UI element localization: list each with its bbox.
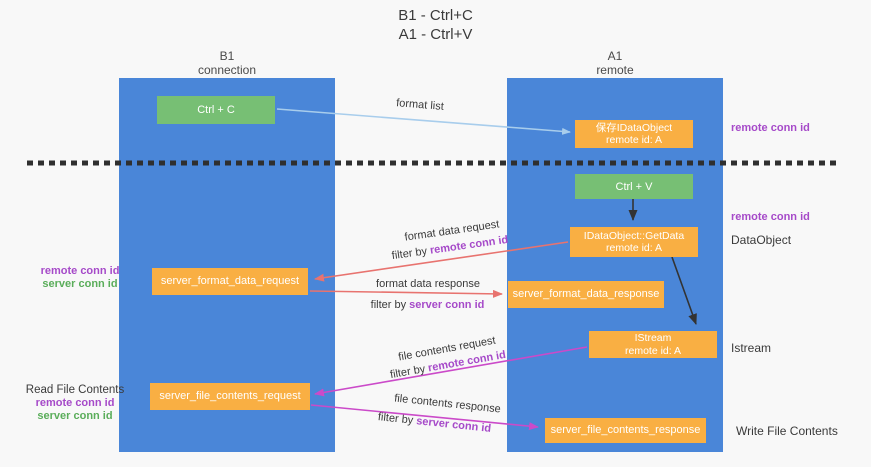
label-write-file-contents: Write File Contents xyxy=(736,424,838,438)
right-column-name: A1 xyxy=(607,49,623,63)
label-group-left-mid: remote conn id server conn id xyxy=(25,265,135,291)
node-ctrl-c-label: Ctrl + C xyxy=(197,104,235,116)
left-column-header: B1 connection xyxy=(119,49,335,77)
label-server-conn-id-left-bottom: server conn id xyxy=(37,410,113,422)
node-format-response-label: server_format_data_response xyxy=(512,288,660,301)
label-remote-conn-id-left-bottom: remote conn id xyxy=(35,397,115,409)
label-remote-conn-id-mid-right: remote conn id xyxy=(731,211,810,223)
arrow-format-data-request xyxy=(314,241,569,282)
right-column-subtitle: remote xyxy=(596,63,634,77)
flow-label-format-data-response: format data response xyxy=(376,278,480,290)
right-column-header: A1 remote xyxy=(507,49,723,77)
node-server-format-data-request: server_format_data_request xyxy=(152,268,308,295)
arrow-format-data-response xyxy=(309,289,503,298)
node-server-file-contents-response: server_file_contents_response xyxy=(545,418,706,443)
node-file-response-label: server_file_contents_response xyxy=(550,424,701,437)
node-file-request-label: server_file_contents_request xyxy=(159,390,301,403)
node-istream: IStream remote id: A xyxy=(589,331,717,358)
label-server-conn-id-left-mid: server conn id xyxy=(42,278,118,290)
arrow-file-contents-response xyxy=(310,404,539,431)
left-column-subtitle: connection xyxy=(197,63,257,77)
title-line-1: B1 - Ctrl+C xyxy=(398,7,473,24)
node-ctrl-c: Ctrl + C xyxy=(157,96,275,124)
node-idataobject-getdata: IDataObject::GetData remote id: A xyxy=(570,227,698,257)
node-istream-line1: IStream xyxy=(634,332,672,344)
label-group-left-bottom: Read File Contents remote conn id server… xyxy=(20,384,130,423)
left-column-name: B1 xyxy=(219,49,235,63)
node-format-request-label: server_format_data_request xyxy=(160,275,300,288)
node-istream-line2: remote id: A xyxy=(624,344,682,357)
node-server-format-data-response: server_format_data_response xyxy=(508,281,664,308)
title-line-2: A1 - Ctrl+V xyxy=(398,26,473,43)
label-istream: Istream xyxy=(731,341,772,355)
node-server-file-contents-request: server_file_contents_request xyxy=(150,383,310,410)
node-getdata-line2: remote id: A xyxy=(605,242,663,254)
filter-prefix-2: filter by xyxy=(370,299,410,311)
arrow-getdata-to-istream xyxy=(671,256,697,325)
label-read-file-contents: Read File Contents xyxy=(25,384,125,396)
label-remote-conn-id-left-mid: remote conn id xyxy=(40,265,120,277)
diagram-title: B1 - Ctrl+C A1 - Ctrl+V xyxy=(0,6,871,44)
label-dataobject: DataObject xyxy=(731,233,792,247)
node-save-idataobject: 保存IDataObject remote id: A xyxy=(575,120,693,148)
flow-label-filter-server-1: filter by server conn id xyxy=(355,299,500,311)
node-save-idataobject-line2: remote id: A xyxy=(605,134,663,146)
node-ctrl-v-label: Ctrl + V xyxy=(615,180,653,193)
node-getdata-line1: IDataObject::GetData xyxy=(583,229,685,242)
node-ctrl-v: Ctrl + V xyxy=(575,174,693,199)
node-save-idataobject-line1: 保存IDataObject xyxy=(595,121,673,134)
arrow-file-contents-request xyxy=(314,346,588,397)
label-remote-conn-id-top-right: remote conn id xyxy=(731,122,810,134)
filter-key-server-conn-id-1: server conn id xyxy=(409,299,485,311)
arrow-format-list xyxy=(276,108,571,135)
